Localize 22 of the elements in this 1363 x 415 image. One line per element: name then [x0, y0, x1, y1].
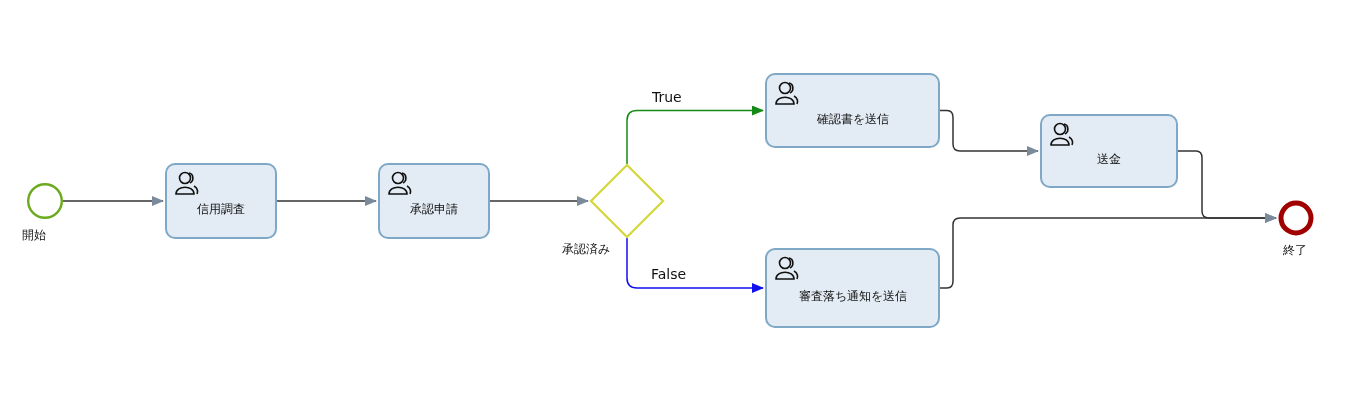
task-box [165, 163, 277, 239]
arrow [626, 237, 764, 293]
edge-label: False [649, 266, 689, 282]
task-label: 承認申請 [409, 201, 459, 218]
arrow [489, 196, 589, 206]
task-box [378, 163, 490, 239]
task-box [765, 248, 940, 328]
task-label: 確認書を送信 [815, 110, 890, 128]
event-label: 終了 [1283, 242, 1307, 259]
event-label: 承認済み [562, 241, 610, 258]
task-label: 審査落ち通知を送信 [797, 288, 908, 305]
event-label: 開始 [22, 227, 46, 244]
task-label: 信用調査 [196, 201, 246, 218]
task-box [1040, 114, 1178, 188]
arrow [276, 196, 377, 206]
task-label: 送金 [1096, 151, 1122, 168]
edge-label: True [650, 89, 684, 105]
arrow [939, 109, 1039, 156]
arrow [939, 213, 1277, 289]
task-box [765, 73, 940, 148]
arrow [62, 196, 164, 206]
arrow [626, 105, 764, 165]
